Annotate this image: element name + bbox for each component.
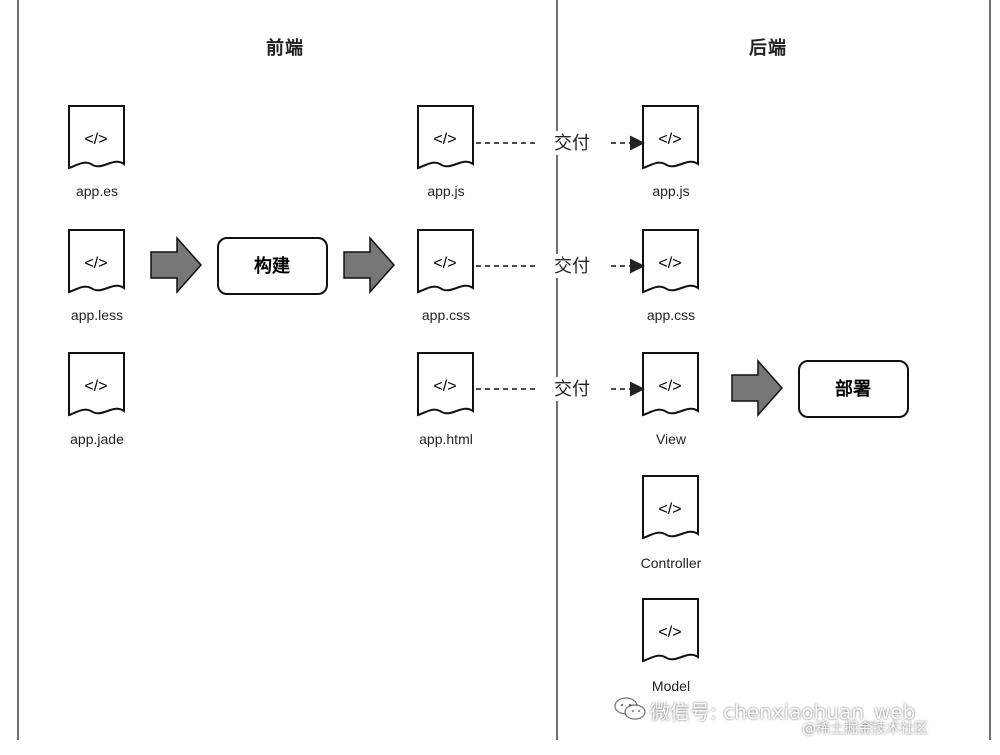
- built-file-label: app.html: [419, 431, 473, 447]
- build-arrow-right-icon: [343, 236, 396, 294]
- file-icon-app-css-built: </>: [417, 229, 474, 294]
- built-file-label: app.js: [427, 183, 465, 199]
- delivery-label: 交付: [537, 131, 607, 155]
- code-symbol: </>: [658, 378, 681, 395]
- backend-file-label: app.js: [652, 183, 690, 199]
- code-symbol: </>: [658, 501, 681, 518]
- delivery-label: 交付: [537, 254, 607, 278]
- watermark-primary-text: 微信号: chenxiaohuan_web: [650, 700, 916, 724]
- build-process-box: [217, 237, 328, 295]
- deploy-process-box: [798, 360, 909, 418]
- backend-file-label: View: [655, 431, 687, 447]
- code-symbol: </>: [84, 378, 107, 395]
- left-boundary-line: [17, 0, 19, 740]
- file-icon-model: </>: [642, 598, 699, 663]
- frontend-backend-divider: [556, 0, 558, 740]
- code-symbol: </>: [84, 131, 107, 148]
- backend-section-title: 后端: [749, 38, 787, 58]
- deploy-process-label: 部署: [835, 378, 871, 399]
- file-icon-view: </>: [642, 352, 699, 417]
- right-boundary-line: [989, 0, 991, 740]
- file-icon-app-less: </>: [68, 229, 125, 294]
- file-icon-controller: </>: [642, 475, 699, 540]
- watermark: 微信号: chenxiaohuan_web @稀土掘金技术社区: [610, 690, 995, 740]
- built-file-label: app.css: [421, 307, 471, 323]
- code-symbol: </>: [433, 255, 456, 272]
- file-icon-app-css-backend: </>: [642, 229, 699, 294]
- code-symbol: </>: [658, 131, 681, 148]
- build-process-label: 构建: [254, 255, 290, 276]
- watermark-secondary-text: @稀土掘金技术社区: [802, 721, 928, 737]
- file-icon-app-js-backend: </>: [642, 105, 699, 170]
- frontend-file-label: app.less: [70, 307, 124, 323]
- wechat-icon: [614, 697, 646, 720]
- code-symbol: </>: [433, 378, 456, 395]
- code-symbol: </>: [658, 624, 681, 641]
- backend-file-label: Controller: [640, 555, 702, 571]
- backend-file-label: app.css: [646, 307, 696, 323]
- build-arrow-left-icon: [150, 236, 203, 294]
- deploy-arrow-icon: [731, 359, 784, 417]
- code-symbol: </>: [658, 255, 681, 272]
- code-symbol: </>: [84, 255, 107, 272]
- frontend-section-title: 前端: [266, 38, 304, 58]
- frontend-file-label: app.es: [75, 183, 119, 199]
- frontend-file-label: app.jade: [70, 431, 124, 447]
- file-icon-app-es: </>: [68, 105, 125, 170]
- delivery-label: 交付: [537, 377, 607, 401]
- code-symbol: </>: [433, 131, 456, 148]
- file-icon-app-html-built: </>: [417, 352, 474, 417]
- backend-file-label: Model: [651, 678, 691, 694]
- file-icon-app-jade: </>: [68, 352, 125, 417]
- file-icon-app-js-built: </>: [417, 105, 474, 170]
